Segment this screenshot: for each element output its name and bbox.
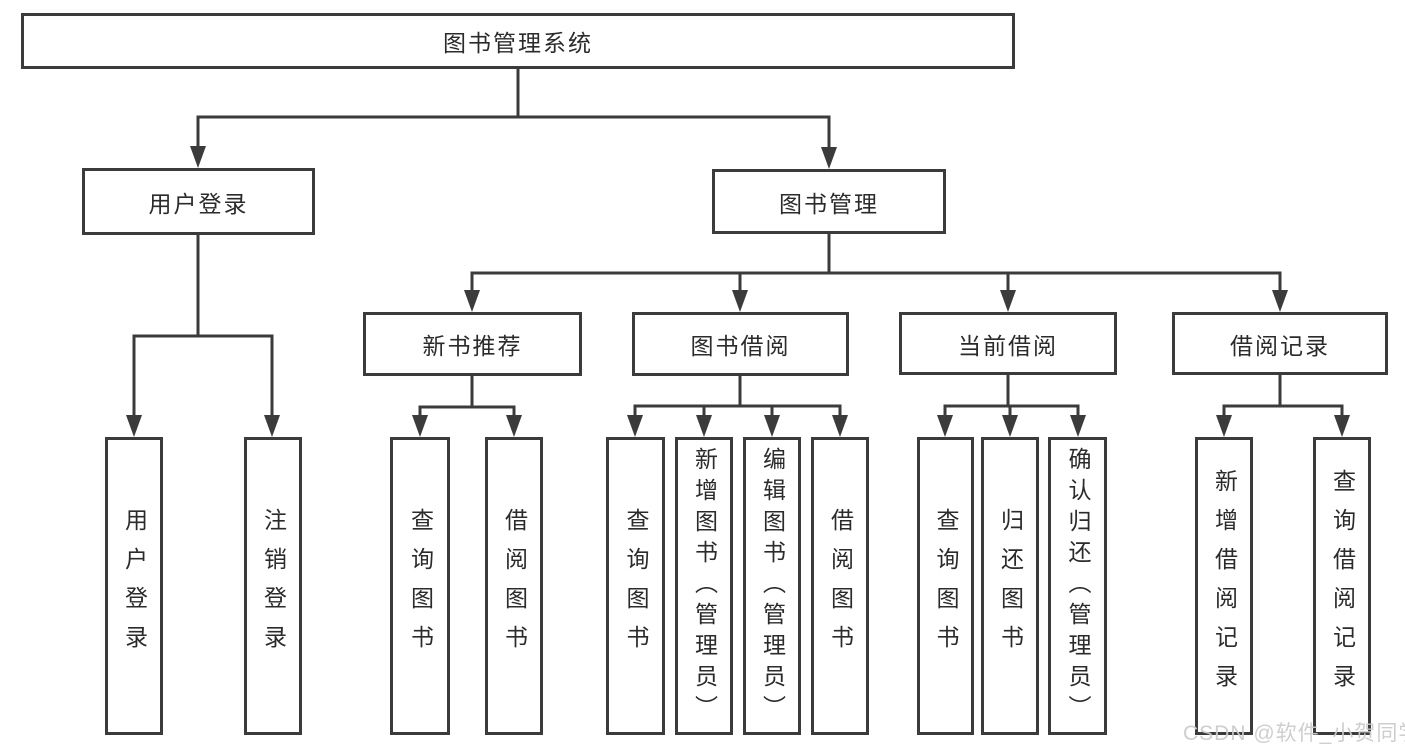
node-library-system-label: 图书管理系统 <box>443 30 593 56</box>
leaf-borrow-books: 借阅图书 <box>811 437 869 735</box>
leaf-borrow-books-label: 借阅图书 <box>827 508 854 664</box>
leaf-edit-books-admin-label: 编辑图书（管理员） <box>759 446 786 726</box>
leaf-query-books-current: 查询图书 <box>917 437 974 735</box>
leaf-user-login-label: 用户登录 <box>121 508 148 664</box>
node-user-login-label: 用户登录 <box>148 190 249 217</box>
node-current-borrowing-label: 当前借阅 <box>958 332 1058 359</box>
node-library-system: 图书管理系统 <box>21 13 1015 69</box>
leaf-query-books-current-label: 查询图书 <box>933 508 959 664</box>
leaf-return-books: 归还图书 <box>981 437 1039 735</box>
leaf-add-books-admin-label: 新增图书（管理员） <box>691 446 718 726</box>
leaf-query-borrow-record: 查询借阅记录 <box>1313 437 1371 735</box>
node-borrowing-records-label: 借阅记录 <box>1230 332 1330 359</box>
leaf-confirm-return-admin: 确认归还（管理员） <box>1048 437 1107 735</box>
leaf-borrow-books-recommend: 借阅图书 <box>485 437 543 735</box>
leaf-add-borrow-record: 新增借阅记录 <box>1195 437 1253 735</box>
node-new-book-recommend-label: 新书推荐 <box>422 333 523 359</box>
leaf-query-books-borrow: 查询图书 <box>606 437 665 735</box>
leaf-query-books-recommend-label: 查询图书 <box>407 508 434 664</box>
node-user-login: 用户登录 <box>82 168 315 235</box>
node-new-book-recommend: 新书推荐 <box>363 312 582 376</box>
leaf-user-login: 用户登录 <box>105 437 163 735</box>
leaf-return-books-label: 归还图书 <box>997 508 1024 664</box>
leaf-borrow-books-recommend-label: 借阅图书 <box>501 508 528 664</box>
node-borrowing-records: 借阅记录 <box>1172 312 1388 375</box>
node-current-borrowing: 当前借阅 <box>899 312 1117 375</box>
leaf-query-books-borrow-label: 查询图书 <box>623 508 649 664</box>
leaf-add-borrow-record-label: 新增借阅记录 <box>1211 469 1238 703</box>
leaf-confirm-return-admin-label: 确认归还（管理员） <box>1065 446 1091 726</box>
csdn-watermark: CSDN @软件_小贺同学 <box>1183 722 1405 745</box>
leaf-add-books-admin: 新增图书（管理员） <box>675 437 733 735</box>
leaf-logout-label: 注销登录 <box>260 508 287 664</box>
node-book-borrowing: 图书借阅 <box>632 312 849 376</box>
leaf-query-books-recommend: 查询图书 <box>390 437 450 735</box>
leaf-edit-books-admin: 编辑图书（管理员） <box>743 437 801 735</box>
node-book-borrowing-label: 图书借阅 <box>690 333 791 359</box>
node-book-management-label: 图书管理 <box>779 190 879 217</box>
leaf-query-borrow-record-label: 查询借阅记录 <box>1329 469 1356 703</box>
leaf-logout: 注销登录 <box>244 437 302 735</box>
node-book-management: 图书管理 <box>712 169 946 234</box>
